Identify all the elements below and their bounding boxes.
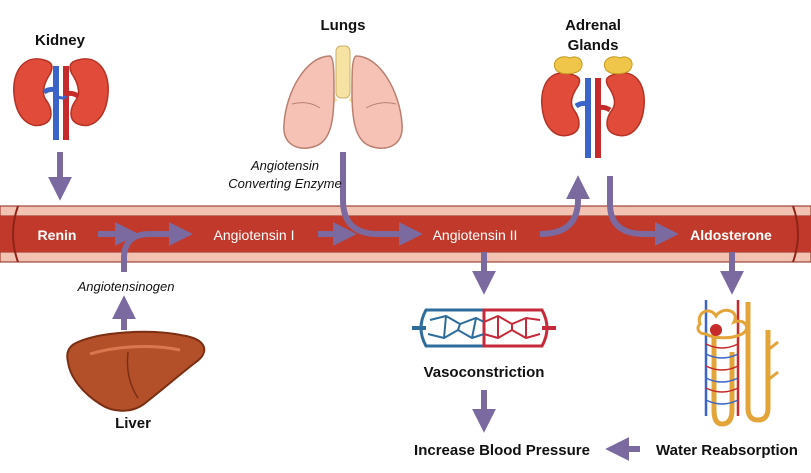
label-kidney: Kidney [35,32,86,49]
label-lungs: Lungs [321,17,366,34]
label-angiotensin-2: Angiotensin II [433,227,518,243]
label-adrenal-line1: Adrenal [565,17,621,34]
arrow-adrenal-to-aldosterone [607,176,679,246]
arrow-angiotensinogen-join [121,222,193,272]
label-water-reabsorption: Water Reabsorption [656,442,798,459]
arrow-angiotensin-2-to-adrenal [539,175,590,237]
label-renin: Renin [38,227,77,243]
label-angiotensin-1: Angiotensin I [214,227,295,243]
label-angiotensinogen: Angiotensinogen [77,279,175,294]
arrow-lungs-ace [340,152,423,246]
capillary-bed-icon [412,308,556,348]
arrows [48,152,744,461]
nephron-icon [696,300,779,427]
label-ace-line1: Angiotensin [250,158,319,173]
label-aldosterone: Aldosterone [690,227,772,243]
label-ace-line2: Converting Enzyme [228,176,341,191]
label-vasoconstriction: Vasoconstriction [424,364,545,381]
label-adrenal-line2: Glands [568,37,619,54]
label-liver: Liver [115,415,151,432]
liver-icon [66,330,206,412]
lungs-icon [283,45,403,149]
kidney-icon [13,58,109,140]
label-increase-blood-pressure: Increase Blood Pressure [414,442,590,459]
adrenal-glands-icon [541,56,645,158]
